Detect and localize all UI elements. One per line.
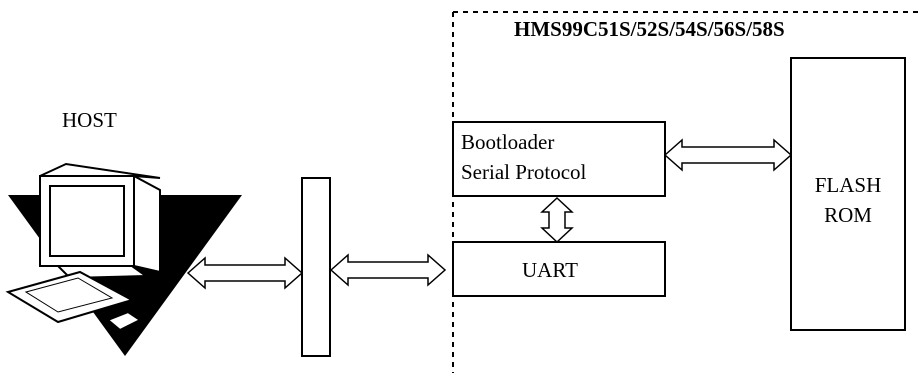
monitor-top [39, 162, 161, 179]
bootloader-label-line2: Serial Protocol [461, 160, 587, 184]
monitor-side [133, 174, 161, 274]
host-computer-icon [5, 162, 242, 356]
flash-label-line1: FLASH [815, 173, 882, 197]
host-connector-arrow [186, 256, 304, 290]
host-label: HOST [62, 108, 117, 132]
serial-connector-bar [301, 177, 331, 357]
uart-label: UART [522, 258, 578, 282]
mouse [106, 310, 142, 332]
keyboard [5, 270, 135, 324]
bootloader-uart-arrow [540, 196, 574, 244]
monitor-screen [49, 185, 125, 257]
chip-title: HMS99C51S/52S/54S/56S/58S [514, 17, 785, 41]
keyboard-keys [24, 277, 114, 313]
flash-label-line2: ROM [824, 203, 872, 227]
connector-uart-arrow [329, 253, 447, 287]
bootloader-label-line1: Bootloader [461, 130, 554, 154]
bootloader-block [452, 121, 666, 197]
uart-block [452, 241, 666, 297]
flash-rom-block [790, 57, 906, 331]
bootloader-flash-arrow [663, 138, 793, 172]
